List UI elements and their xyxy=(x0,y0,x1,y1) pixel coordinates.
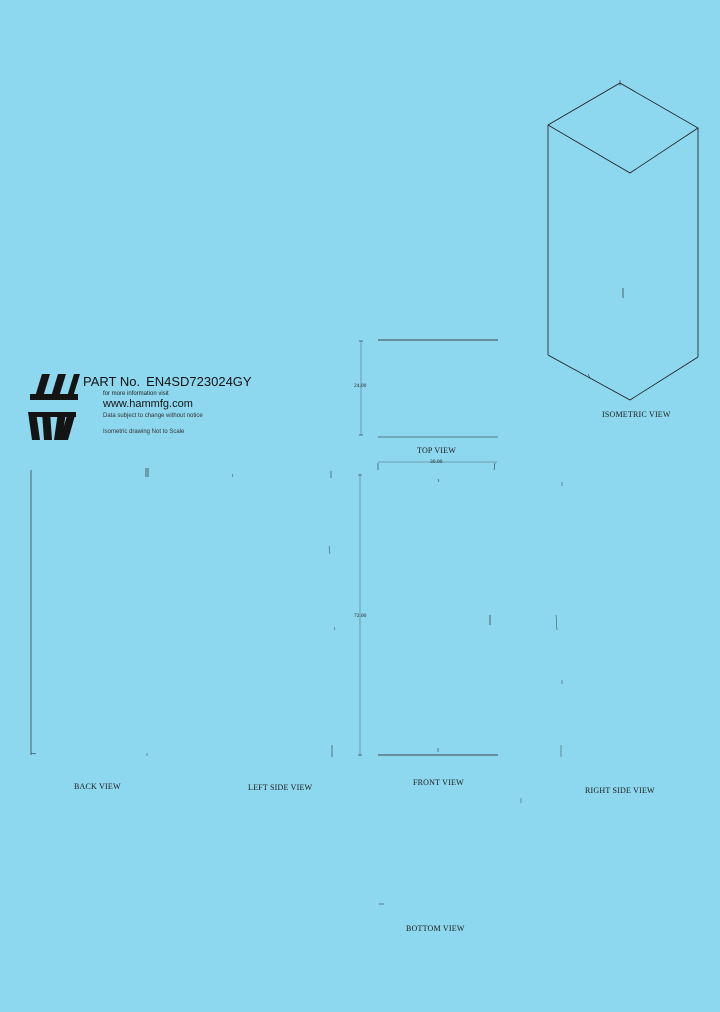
left-side-tick-e xyxy=(333,626,336,631)
part-prefix: PART No. xyxy=(83,374,141,389)
left-side-tick-b xyxy=(328,545,331,555)
front-view-drawing xyxy=(358,461,498,756)
front-height-dimension: 72.00 xyxy=(354,613,367,619)
top-view-label: TOP VIEW xyxy=(417,446,457,455)
part-number: EN4SD723024GY xyxy=(146,374,252,389)
more-info-text: for more information visit xyxy=(103,391,169,397)
back-view-drawing xyxy=(30,468,149,756)
top-depth-dimension: 24.00 xyxy=(354,383,367,389)
part-number-line: PART No. EN4SD723024GY xyxy=(83,374,258,389)
bottom-view-label: BOTTOM VIEW xyxy=(406,924,465,933)
website-link[interactable]: www.hammfg.com xyxy=(103,398,193,410)
isometric-view-label: ISOMETRIC VIEW xyxy=(602,410,671,419)
iso-tick-left xyxy=(587,373,591,379)
front-width-tick-b xyxy=(493,462,496,471)
back-view-label: BACK VIEW xyxy=(74,782,121,791)
front-view-label: FRONT VIEW xyxy=(413,778,464,787)
right-side-view-label: RIGHT SIDE VIEW xyxy=(585,786,655,795)
isometric-enclosure xyxy=(547,80,699,401)
iso-bottom-edge xyxy=(547,354,699,401)
change-notice: Data subject to change without notice xyxy=(103,413,203,419)
back-bottom-tick xyxy=(30,752,37,755)
hammond-logo-icon xyxy=(28,374,80,440)
right-side-view-drawing xyxy=(520,482,563,803)
right-side-tick-b xyxy=(555,614,558,631)
top-width-dimension: 30.00 xyxy=(430,459,443,465)
iso-top-face xyxy=(547,82,699,174)
front-latch xyxy=(437,478,440,483)
scale-notice: Isometric drawing Not to Scale xyxy=(103,429,185,435)
left-side-view-drawing xyxy=(231,471,336,757)
title-block: PART No. EN4SD723024GY for more informati… xyxy=(28,372,283,442)
left-side-tick-d xyxy=(231,473,234,478)
left-side-view-label: LEFT SIDE VIEW xyxy=(248,783,313,792)
top-view-drawing xyxy=(359,339,498,438)
